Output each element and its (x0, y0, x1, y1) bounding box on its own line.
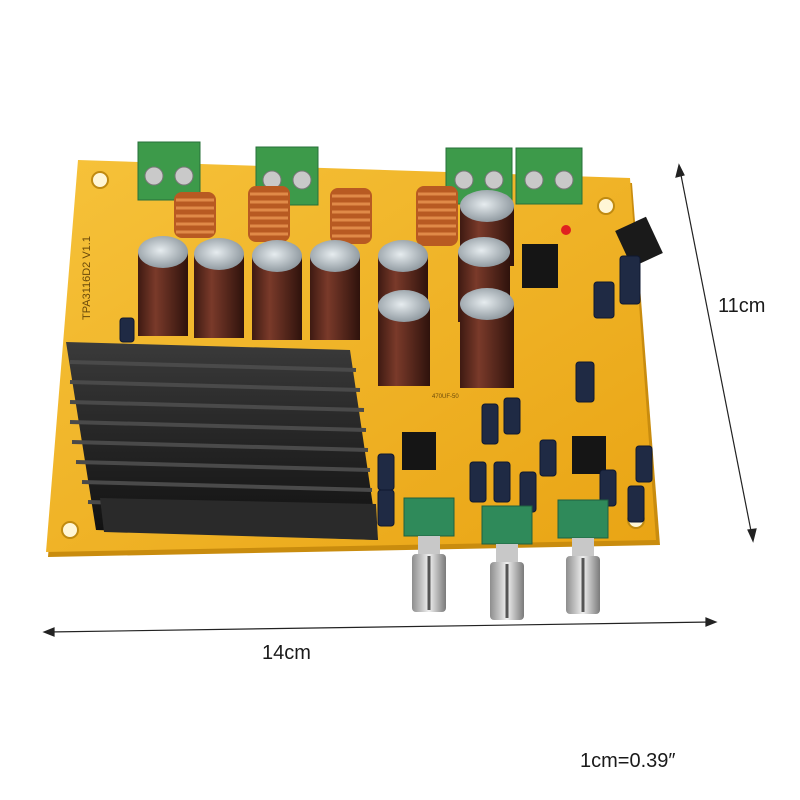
inductor-coils (174, 186, 458, 246)
terminal-block-right-b (515, 147, 583, 205)
small-capacitors (119, 255, 653, 527)
integrated-circuits (402, 216, 663, 474)
height-dimension-arrow (675, 163, 757, 543)
potentiometer-knob (403, 497, 455, 612)
potentiometers (403, 497, 609, 620)
inductor-coil (330, 188, 372, 244)
potentiometer-knob (557, 499, 609, 614)
potentiometer-knob (481, 505, 533, 620)
heatsink (66, 342, 378, 540)
inductor-coil (248, 186, 290, 242)
board-model-label: TPA3116D2 V1.1 (81, 236, 93, 320)
inductor-coil (416, 186, 458, 246)
ic-chip (522, 244, 558, 288)
width-dimension-arrow (42, 617, 718, 637)
width-dimension-label: 14cm (262, 642, 311, 664)
electrolytic-capacitors (138, 190, 514, 388)
capacitor (252, 240, 302, 340)
terminal-block-left (137, 141, 201, 201)
capacitor (138, 236, 188, 336)
inductor-coil (174, 192, 216, 238)
capacitor (460, 288, 514, 388)
ic-chip (572, 436, 606, 474)
power-led (561, 225, 571, 235)
capacitor-rating-label: 470UF-50 (432, 394, 459, 400)
mounting-hole-top-right (597, 197, 615, 215)
capacitor (310, 240, 360, 340)
height-dimension-label: 11cm (718, 295, 766, 317)
voltage-regulator (615, 216, 663, 268)
capacitor (378, 290, 430, 386)
capacitor (194, 238, 244, 338)
mounting-hole-top-left (91, 171, 109, 189)
mounting-hole-bottom-left (61, 521, 79, 539)
unit-conversion-note: 1cm=0.39″ (580, 750, 676, 772)
ic-chip (402, 432, 436, 470)
